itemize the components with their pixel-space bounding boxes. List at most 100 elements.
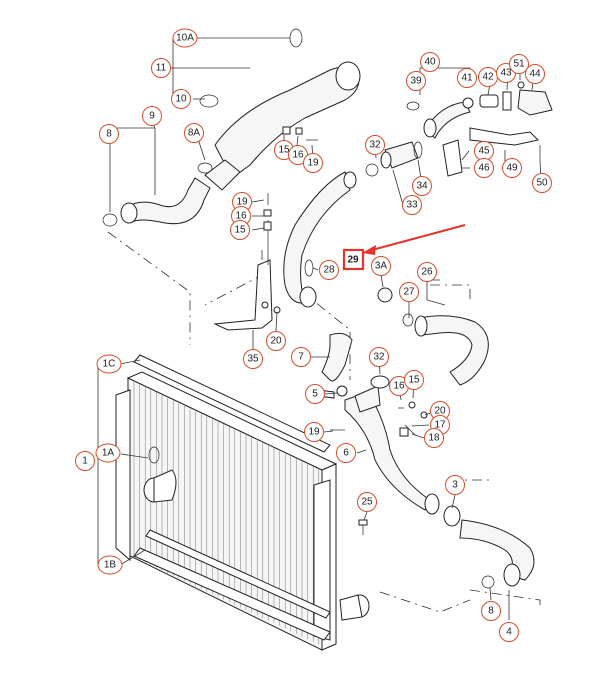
callout-45: 45: [474, 141, 494, 161]
callout-text: 15: [278, 145, 290, 156]
callout-28: 28: [319, 260, 339, 280]
callout-16a: 16: [288, 145, 308, 165]
callout-text: 3: [452, 480, 458, 491]
middle-hose: [283, 171, 357, 382]
callout-3: 3: [445, 475, 465, 495]
callout-20a: 20: [266, 331, 286, 351]
callout-text: 44: [529, 69, 541, 80]
callout-text: 1C: [103, 359, 116, 370]
callout-8a: 8: [99, 124, 119, 144]
callout-text: 16: [393, 381, 405, 392]
callout-text: 5: [312, 389, 318, 400]
callout-text: 29: [347, 255, 359, 266]
callout-text: 45: [478, 146, 490, 157]
callout-46: 46: [474, 158, 494, 178]
callout-11: 11: [151, 58, 171, 78]
callout-text: 15: [408, 375, 420, 386]
callout-text: 18: [428, 433, 440, 444]
callout-50: 50: [532, 173, 552, 193]
callout-44: 44: [525, 64, 545, 84]
callout-1: 1: [75, 451, 95, 471]
callout-33: 33: [402, 195, 422, 215]
callout-19c: 19: [304, 422, 324, 442]
top-hose-assembly: [197, 28, 361, 191]
callout-text: 19: [236, 197, 248, 208]
callout-text: 40: [424, 57, 436, 68]
callout-text: 10: [175, 94, 187, 105]
callout-text: 8A: [188, 128, 201, 139]
callout-text: 32: [369, 140, 381, 151]
callout-19a: 19: [303, 153, 323, 173]
callout-35: 35: [243, 349, 263, 369]
callout-text: 20: [270, 336, 282, 347]
callout-text: 39: [410, 76, 422, 87]
callout-text: 19: [307, 158, 319, 169]
callout-15c: 15: [404, 370, 424, 390]
callout-text: 27: [403, 287, 415, 298]
lower-hose: [443, 505, 535, 589]
callout-text: 8: [106, 129, 112, 140]
callout-32b: 32: [369, 347, 389, 367]
callout-1b: 1B: [97, 555, 123, 575]
callout-text: 34: [416, 181, 428, 192]
callout-text: 46: [478, 163, 490, 174]
callout-text: 33: [406, 200, 418, 211]
callout-text: 8: [488, 606, 494, 617]
callout-text: 26: [421, 267, 433, 278]
callout-text: 41: [461, 73, 473, 84]
highlight-29: [342, 224, 466, 271]
callout-32a: 32: [365, 135, 385, 155]
callout-26: 26: [417, 262, 437, 282]
callout-text: 6: [343, 448, 349, 459]
callout-text: 35: [247, 354, 259, 365]
callout-text: 9: [149, 111, 155, 122]
callout-text: 1B: [104, 560, 117, 571]
callout-text: 28: [323, 265, 335, 276]
callout-42: 42: [478, 67, 498, 87]
callout-27: 27: [399, 282, 419, 302]
callout-8a: 8A: [184, 123, 204, 143]
sensor-group: [365, 81, 553, 177]
callout-text: 25: [361, 497, 373, 508]
callout-51: 51: [509, 54, 529, 74]
callout-1c: 1C: [96, 354, 122, 374]
callout-9: 9: [142, 106, 162, 126]
intercooler: [115, 354, 370, 651]
callout-text: 1A: [102, 448, 115, 459]
callout-text: 50: [536, 178, 548, 189]
callout-text: 20: [434, 406, 446, 417]
left-hose: [102, 177, 211, 227]
callout-text: 16: [235, 211, 247, 222]
callout-34: 34: [412, 176, 432, 196]
callout-10a: 10A: [172, 28, 198, 48]
callout-1a: 1A: [95, 443, 121, 463]
hose-right-middle: [402, 313, 489, 386]
callout-text: 49: [506, 163, 518, 174]
callout-text: 17: [434, 420, 446, 431]
callout-49: 49: [502, 158, 522, 178]
callout-text: 7: [298, 352, 304, 363]
callout-25: 25: [357, 492, 377, 512]
callout-text: 43: [500, 68, 512, 79]
callout-15b: 15: [230, 220, 250, 240]
callout-text: 1: [82, 456, 88, 467]
callout-5: 5: [305, 384, 325, 404]
callout-text: 42: [482, 72, 494, 83]
callout-7: 7: [291, 347, 311, 367]
callout-3a: 3A: [371, 256, 391, 276]
callout-text: 15: [234, 225, 246, 236]
callout-29: 29: [347, 255, 359, 266]
callout-text: 11: [156, 63, 167, 74]
callout-text: 10A: [176, 33, 194, 44]
callout-text: 32: [373, 352, 385, 363]
callout-18: 18: [424, 428, 444, 448]
callout-10: 10: [171, 89, 191, 109]
callout-40: 40: [420, 52, 440, 72]
callout-39: 39: [406, 71, 426, 91]
callout-4: 4: [499, 622, 519, 642]
callout-8b: 8: [481, 601, 501, 621]
callout-text: 51: [513, 59, 525, 70]
pipe-6: [336, 375, 440, 515]
